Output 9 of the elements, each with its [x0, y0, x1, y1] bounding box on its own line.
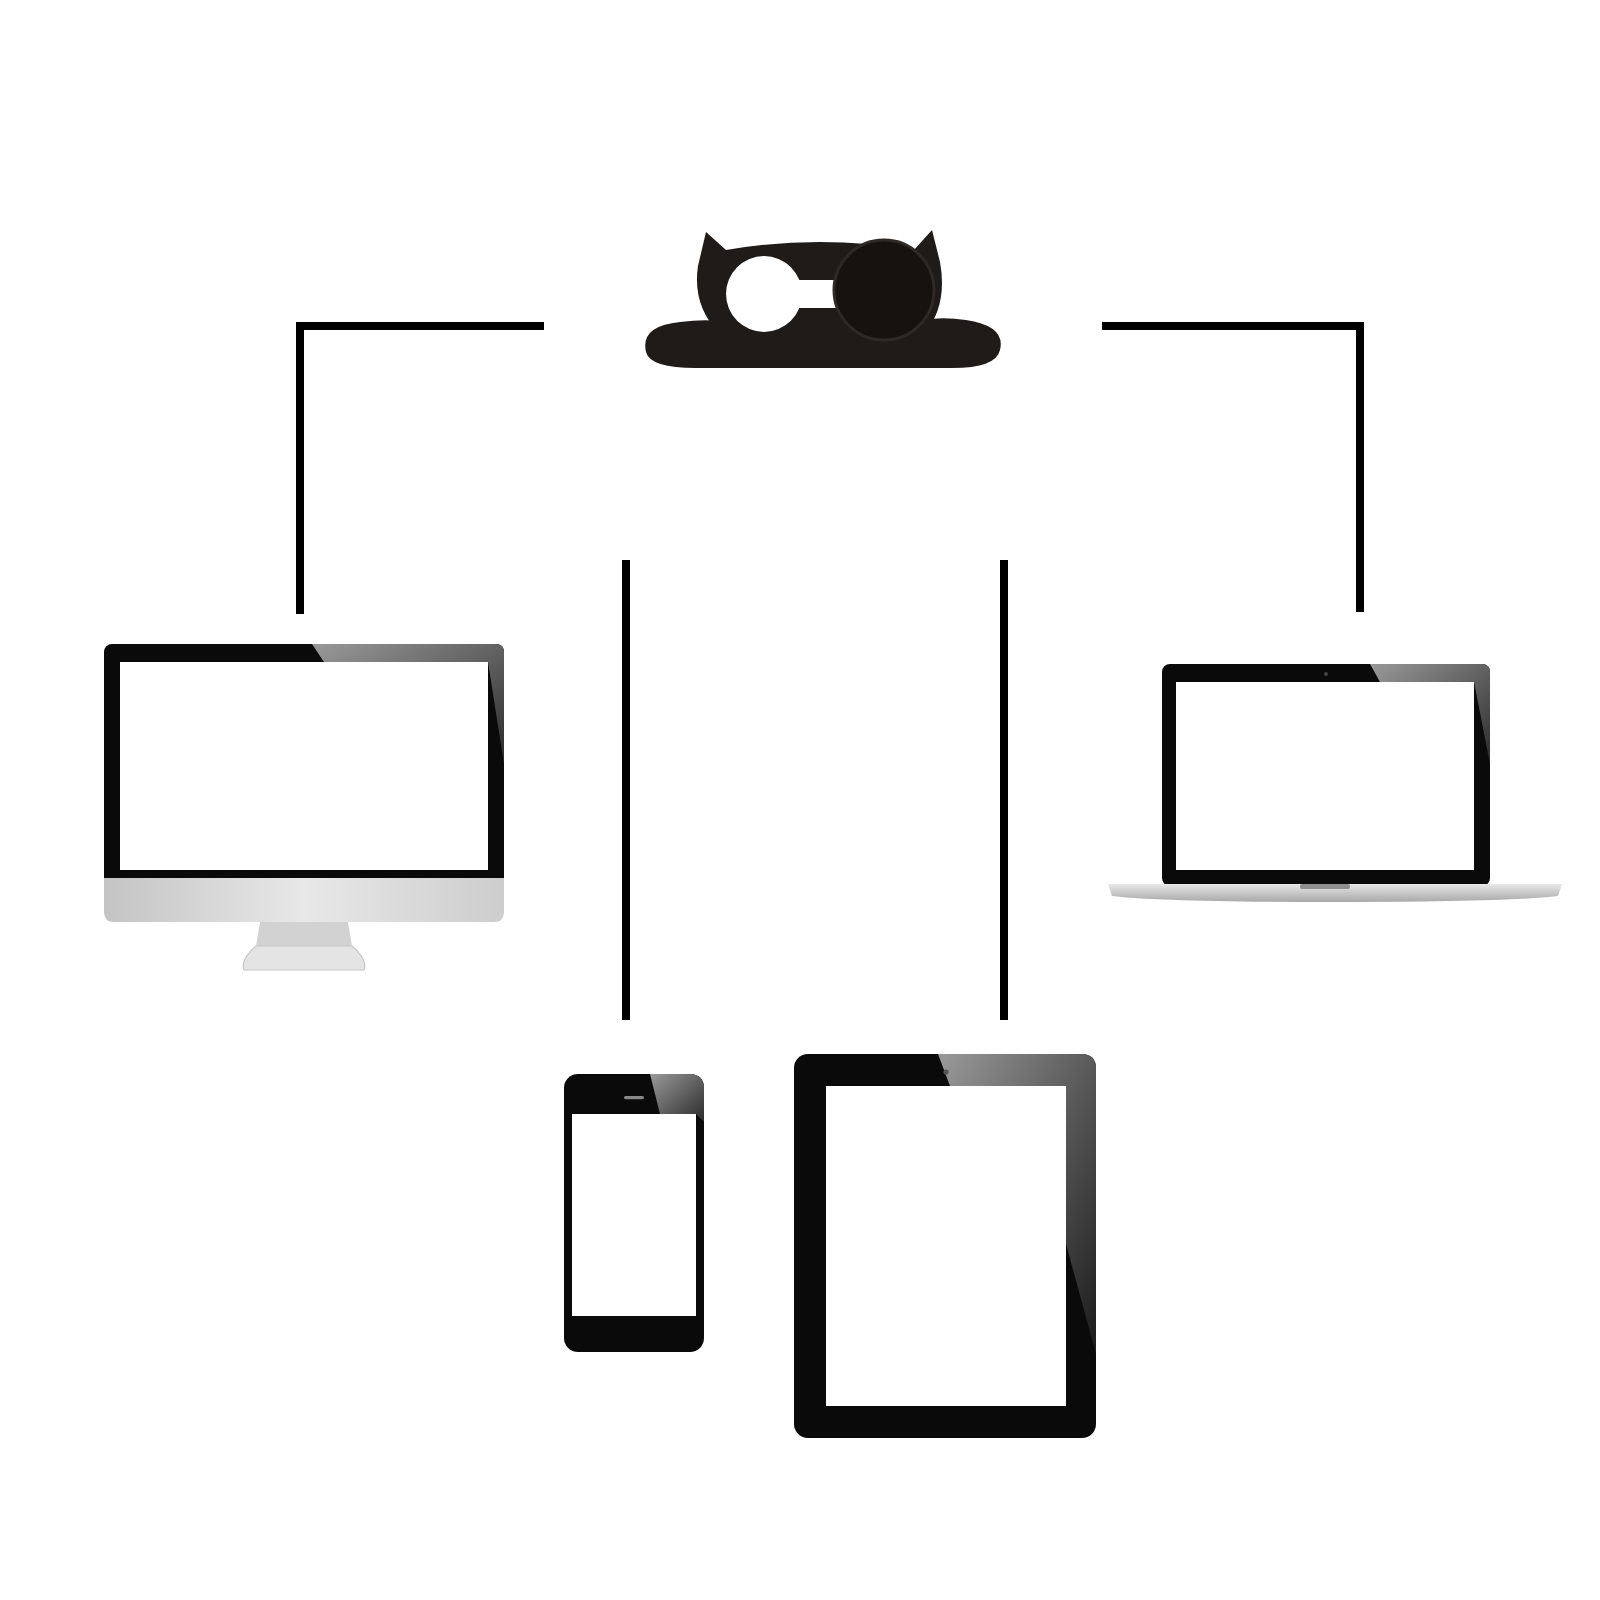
connector-line [622, 560, 630, 1020]
desktop-monitor-drawing [104, 644, 504, 972]
webcam-cover-drawing [640, 226, 1004, 372]
smartphone-drawing [564, 1074, 704, 1352]
tablet-drawing [794, 1054, 1096, 1438]
connector-line [296, 322, 544, 614]
connector-line [1000, 560, 1008, 1020]
laptop-drawing [1108, 664, 1562, 902]
connector-line [1102, 322, 1364, 612]
